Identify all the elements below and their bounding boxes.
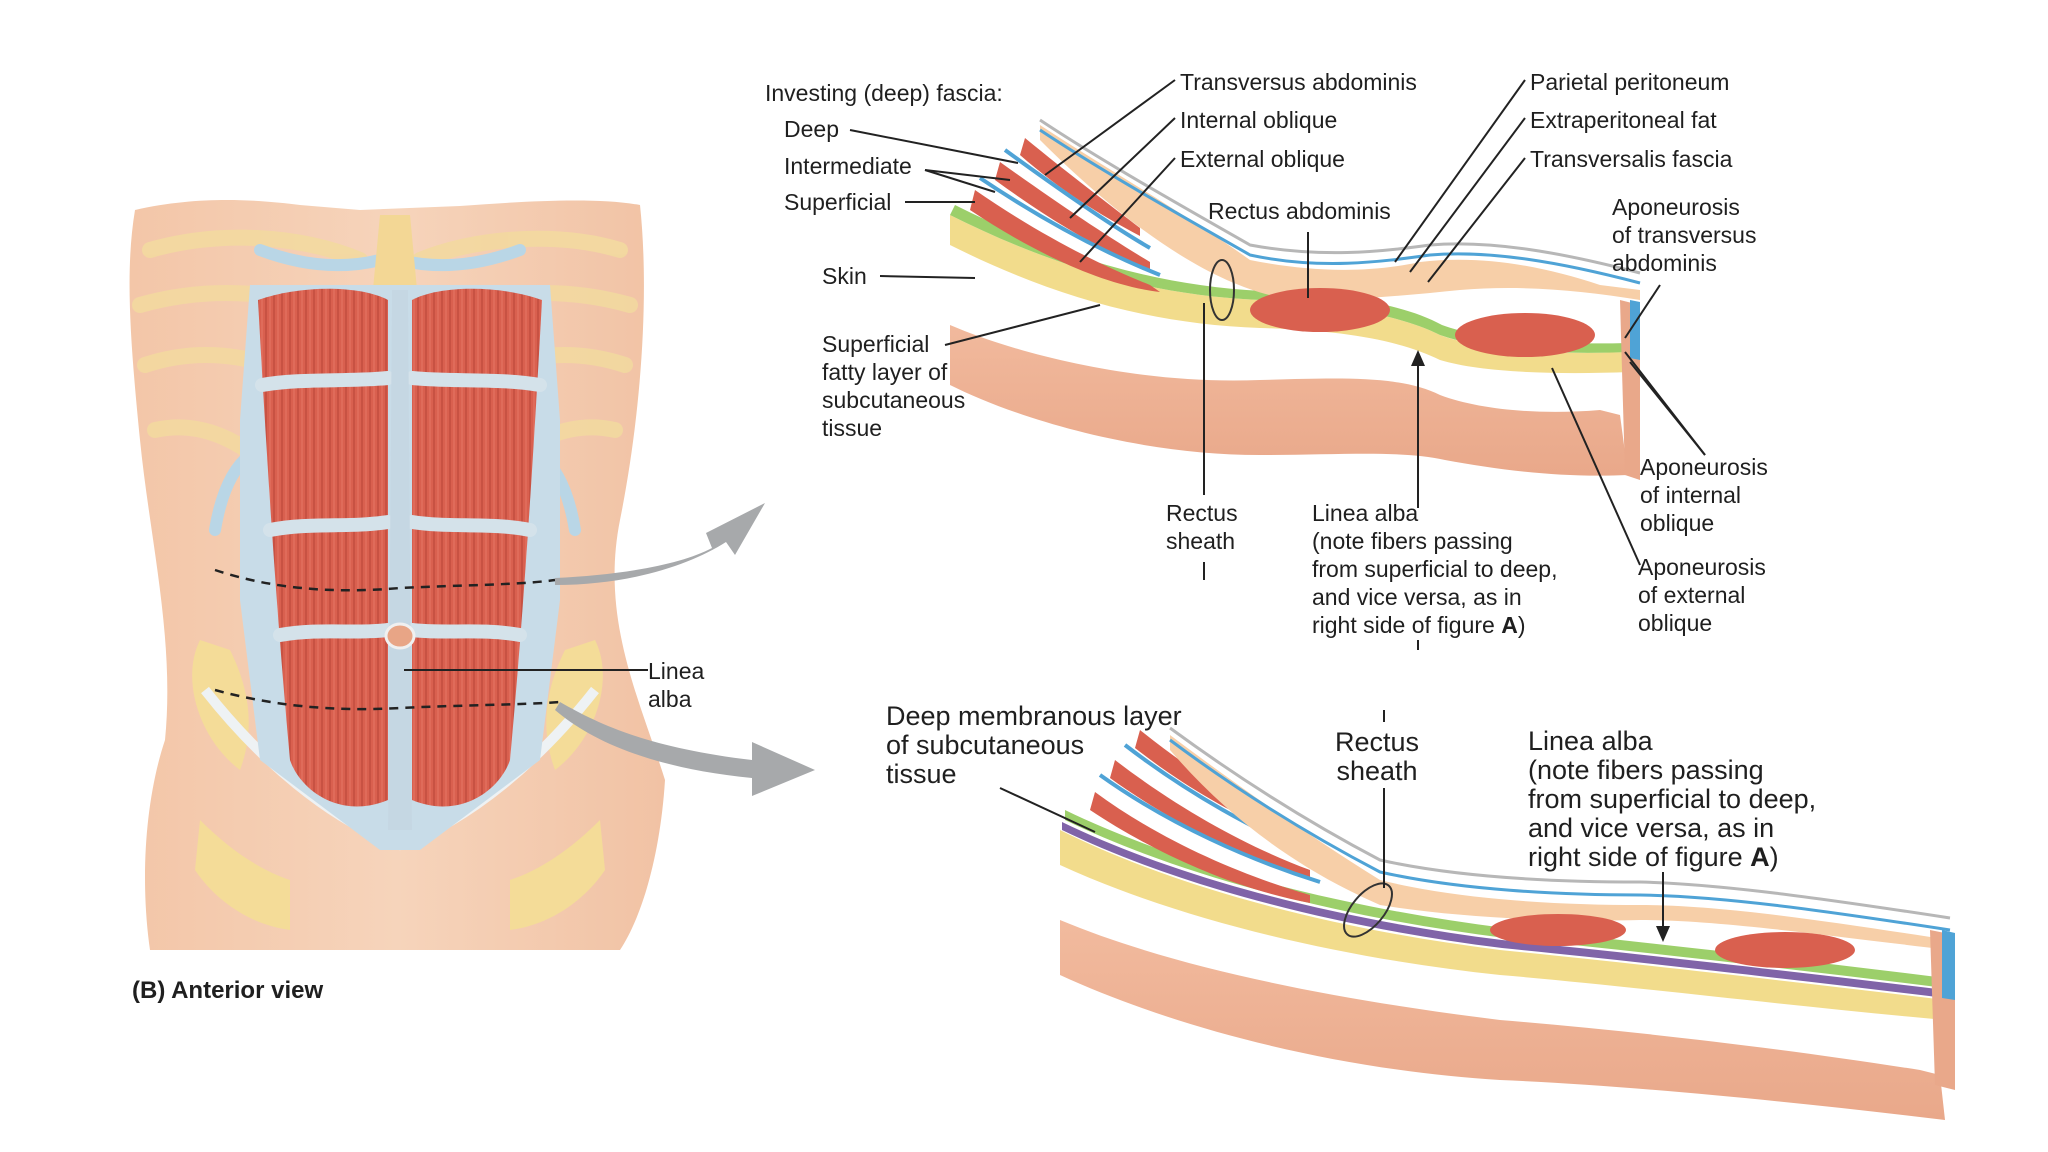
top-leader-lines [849,79,1706,650]
internal-oblique-label: Internal oblique [1180,107,1338,133]
tendinous-intersections [255,371,547,642]
rectus-abdominis-section-right [1455,313,1595,357]
transversus-abdominis-label: Transversus abdominis [1180,69,1417,95]
transversalis-fascia-label: Transversalis fascia [1530,146,1733,172]
rectus-abdominis-section-lower-right [1715,932,1855,968]
anterior-view-illustration [129,200,666,950]
figure-letter-bottom: A [1750,842,1770,872]
right-edge-layers-lower [1930,930,1955,1090]
rectus-abdominis-left [258,288,388,807]
umbilicus [384,622,416,650]
section-line-lower [214,688,561,711]
arrow-to-upper-section-icon [555,503,765,585]
rectus-sheath-label-bottom: Rectus sheath [1335,727,1420,786]
bottom-leader-lines [999,710,1664,932]
linea-alba-arrowhead-top-icon [1411,350,1425,366]
posterior-layers [1040,125,1640,300]
superficial-fatty-layer-label: Superficial fatty layer of subcutaneous … [822,331,966,441]
rectus-sheath-outline [1209,259,1235,321]
investing-fascia-title: Investing (deep) fascia: [765,80,1003,106]
peritoneum-line [1039,118,1641,275]
figure-letter-top: A [1501,612,1518,638]
superficial-fascia-label: Superficial [784,189,892,215]
close-paren-top: ) [1517,612,1526,638]
arrow-to-lower-section-icon [555,702,815,796]
parietal-peritoneum-label: Parietal peritoneum [1530,69,1730,95]
fat-layer [950,215,1630,374]
rectus-abdominis-section-lower-left [1490,914,1626,946]
linea-alba-note-top-text: Linea alba (note fibers passing from sup… [1312,500,1558,638]
rectus-sheath-label-top: Rectus sheath [1166,500,1238,554]
linea-alba-note-bottom: Linea alba (note fibers passing from sup… [1528,727,1816,872]
deep-fascia-label: Deep [784,116,839,142]
right-edge-layers [1620,300,1640,480]
skin-label: Skin [822,263,867,289]
lower-cross-section [1060,726,1955,1120]
linea-alba-arrowhead-bottom-icon [1656,926,1670,942]
rectus-abdominis-section-left [1250,288,1390,332]
section-arrows [555,503,815,796]
skin-front-face [950,275,1628,476]
rectus-abdominis-label: Rectus abdominis [1208,198,1391,224]
linea-alba [388,290,412,830]
linea-alba-label: Linea alba [648,658,705,712]
membranous-layer-lower [1062,822,1945,998]
deep-membranous-label: Deep membranous layer of subcutaneous ti… [886,701,1182,789]
aponeurosis-internal-label: Aponeurosis of internal oblique [1640,454,1768,536]
green-fascia-lower [1065,810,1945,988]
rectus-sheath-outline-lower [1343,882,1393,938]
external-oblique-label: External oblique [1180,146,1345,172]
upper-cross-section [950,118,1641,480]
anterior-view-caption: (B) Anterior view [132,977,324,1004]
fat-layer-lower [1060,830,1945,1020]
linea-alba-note-top: Linea alba (note fibers passing from sup… [1312,499,1557,639]
skin-front-face-lower [1060,870,1945,1120]
linea-alba-note-bottom-text: Linea alba (note fibers passing from sup… [1528,726,1817,872]
rectus-abdominis-right [412,288,542,807]
intermediate-fascia-label: Intermediate [784,153,912,179]
aponeurosis-external-label: Aponeurosis of external oblique [1638,554,1766,636]
posterior-layers-lower [1170,735,1950,950]
close-paren-bottom: ) [1769,842,1779,872]
aponeurosis-transversus-label: Aponeurosis of transversus abdominis [1612,194,1757,276]
extraperitoneal-fat-label: Extraperitoneal fat [1530,107,1717,133]
transversalis-fascia-line [1039,128,1641,285]
